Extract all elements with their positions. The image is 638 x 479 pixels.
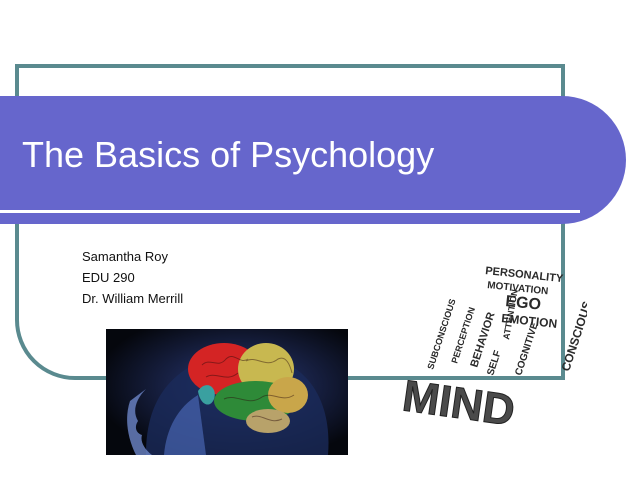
slide-title: The Basics of Psychology [22,134,435,175]
presenter-name: Samantha Roy [82,249,168,264]
title-banner [0,96,626,224]
word-mind: MIND [400,371,518,430]
brain-xray-image [106,329,348,455]
word-cloud-illustration: PERSONALITY MOTIVATION EGO EMOTION ATTEN… [399,265,594,436]
word-self: SELF [485,349,503,377]
word-emotion: EMOTION [501,311,558,331]
mind-word-cloud-image: PERSONALITY MOTIVATION EGO EMOTION ATTEN… [397,260,594,436]
course-code: EDU 290 [82,270,135,285]
word-ego: EGO [505,293,542,314]
word-cognitive: COGNITIVE [513,321,541,377]
presenter-info: Samantha Roy EDU 290 Dr. William Merrill [82,246,183,309]
banner-underline [0,210,580,213]
brain-illustration [106,329,348,455]
instructor-name: Dr. William Merrill [82,291,184,306]
word-conscious: CONSCIOUS [559,299,587,372]
